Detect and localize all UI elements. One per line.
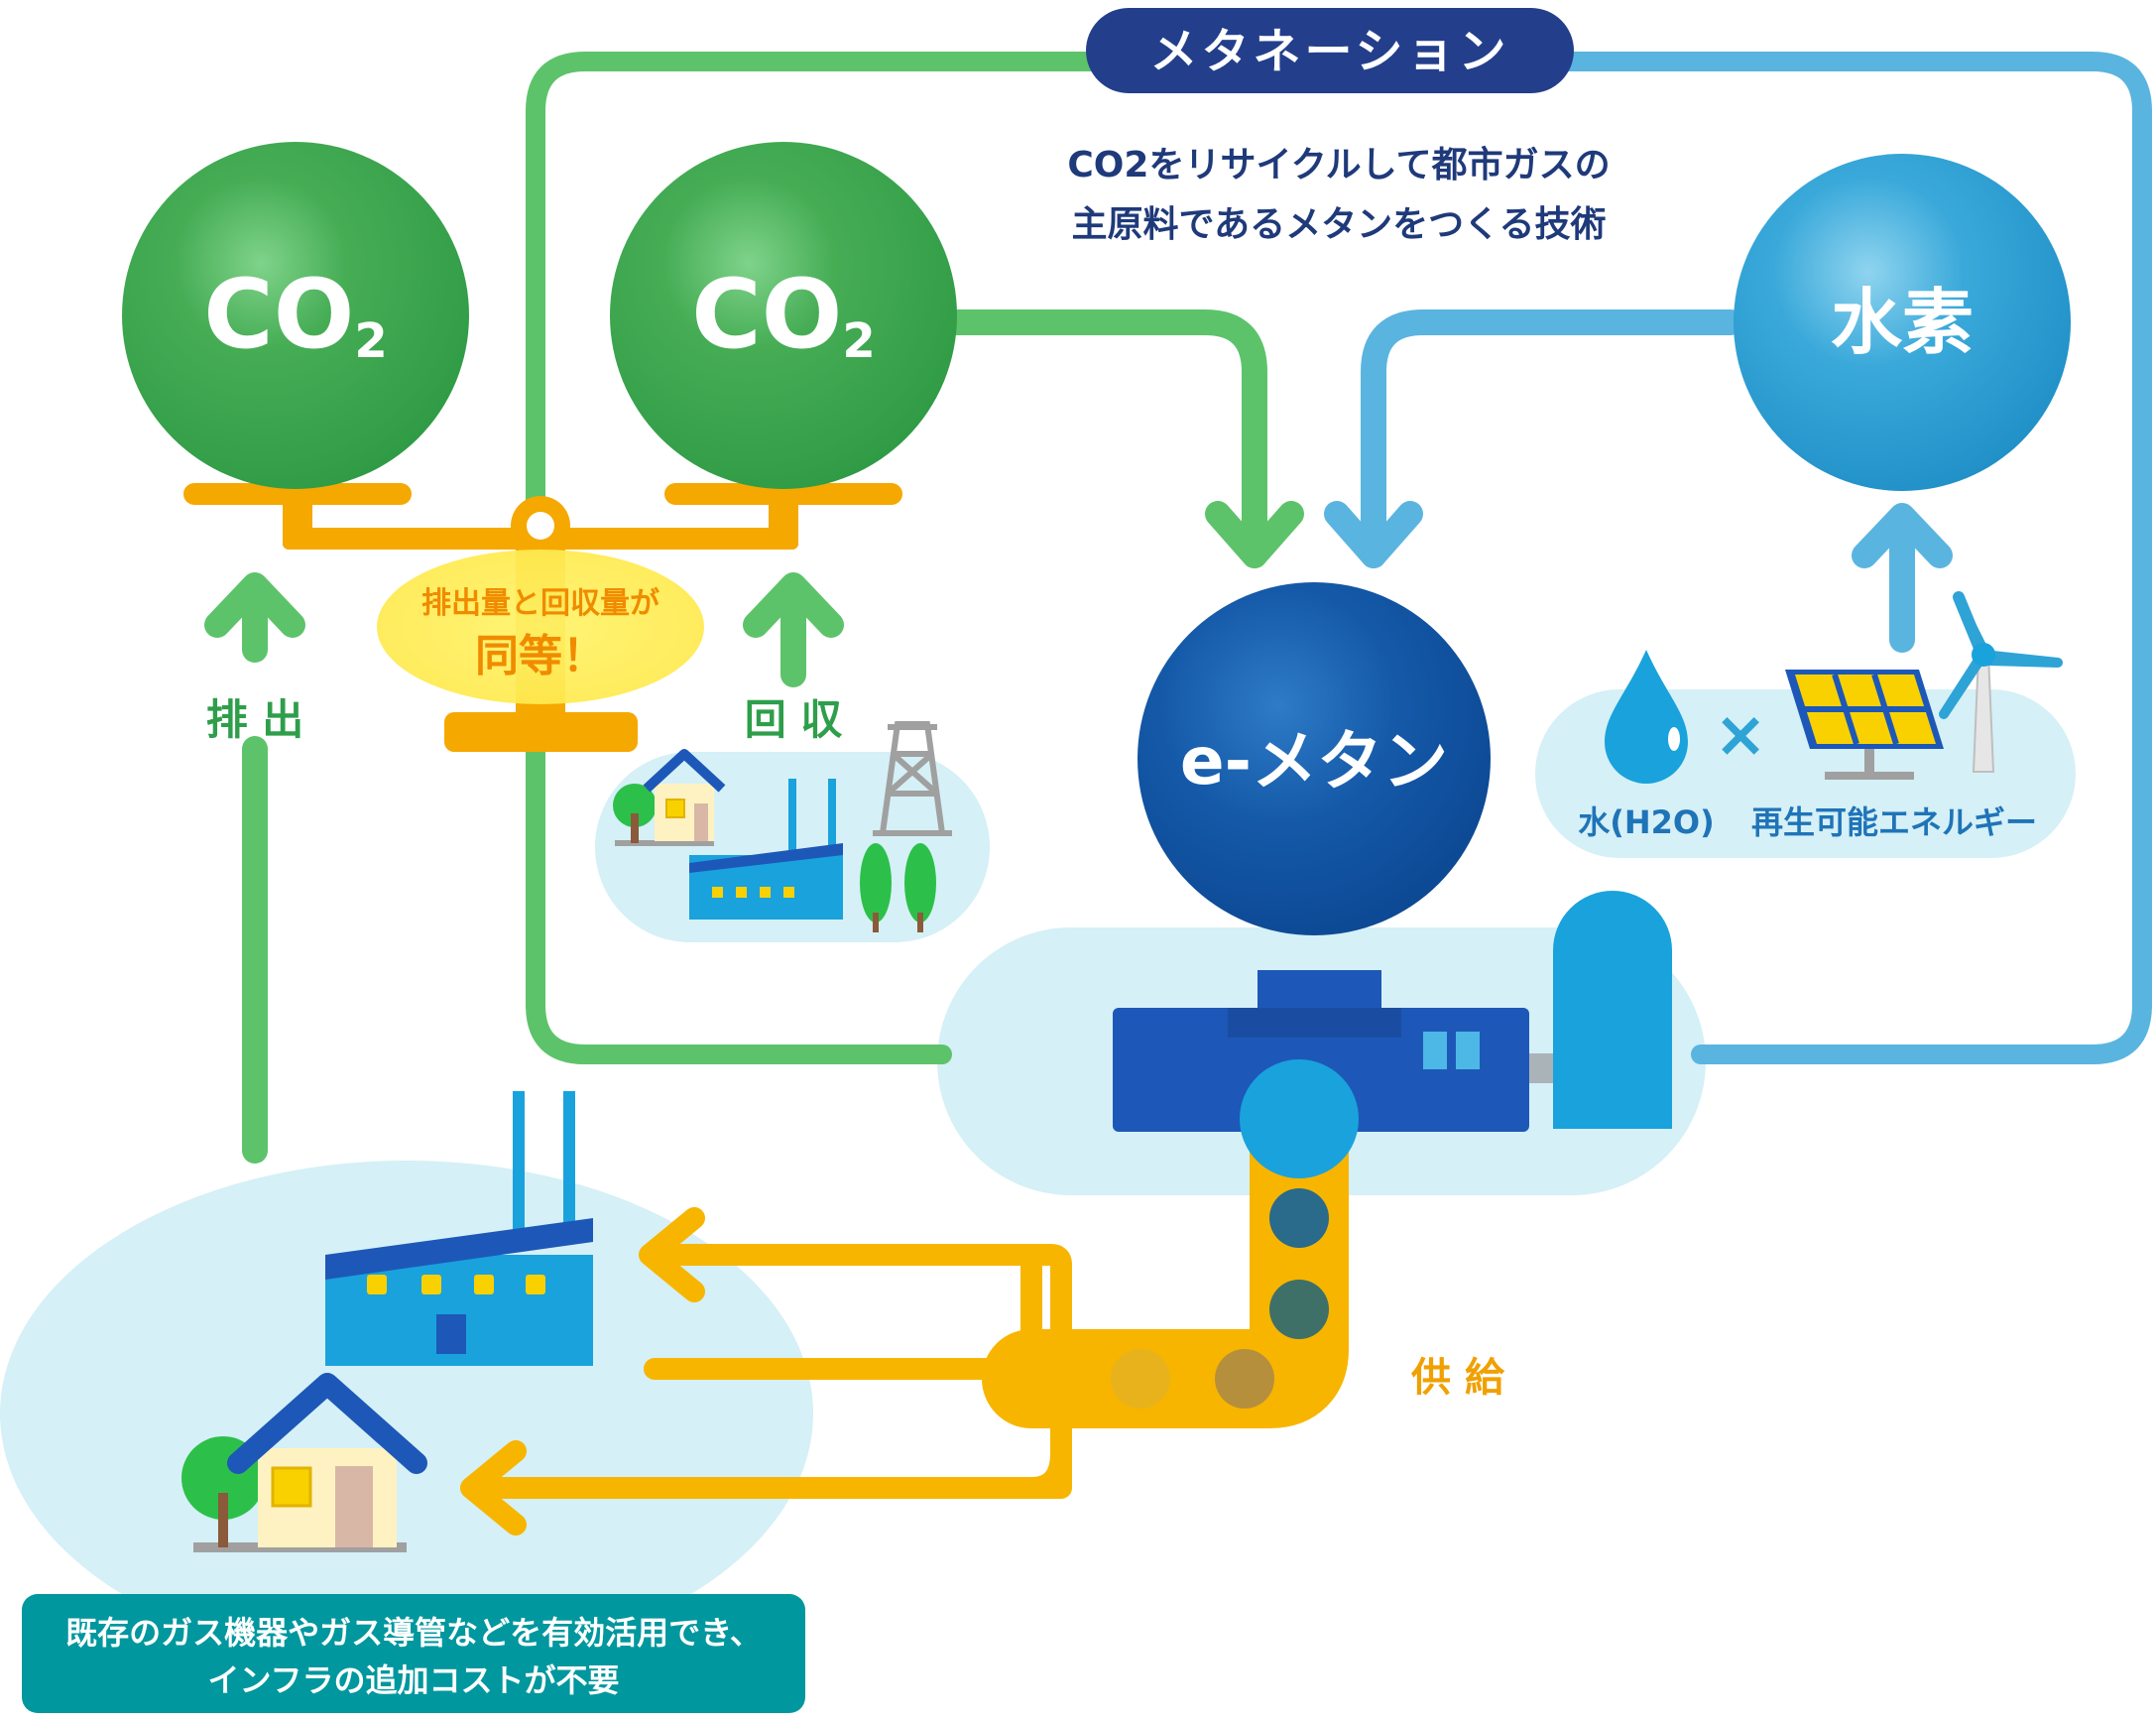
co2-to-emethane-arrow-line: [939, 309, 1267, 568]
renewable-scene: [1605, 650, 1688, 784]
balance-note-bubble: [377, 550, 704, 704]
renewable-to-hydrogen-arrow-head: [1852, 503, 1953, 568]
supply-arrow-house-line: [465, 1368, 1072, 1499]
hydrogen-text: 水素: [1831, 281, 1974, 364]
recovery-scene: [613, 721, 952, 932]
supply-arrow-factory-head: [639, 1207, 705, 1302]
co2-ball-left: [122, 142, 469, 489]
balance-note-line-2: 同等！: [475, 631, 606, 681]
consumer-house-icon: [181, 1373, 427, 1552]
water-drop-icon: [1605, 650, 1688, 784]
emethane-text: e-メタン: [1180, 723, 1448, 799]
times-sign: ×: [1714, 698, 1767, 772]
renewable-label: 再生可能エネルギー: [1751, 803, 2037, 841]
consumer-background: [0, 1161, 813, 1666]
title-badge: [1086, 8, 1574, 93]
co2-ball-right: [610, 142, 957, 489]
co2-to-emethane-arrow-head: [1205, 501, 1304, 568]
methanation-plant: [1113, 891, 1672, 1178]
hydrogen-to-emethane-arrow-head: [1324, 501, 1423, 568]
description-line-1: CO2をリサイクルして都市ガスの: [1067, 145, 1610, 185]
recovery-label: 回 収: [745, 695, 843, 744]
emission-label: 排 出: [206, 695, 304, 744]
bottom-note-line-1: 既存のガス機器やガス導管などを有効活用でき、: [65, 1614, 762, 1652]
title-badge-text: メタネーション: [1149, 24, 1509, 79]
description-line-2: 主原料であるメタンをつくる技術: [1072, 204, 1607, 245]
hydrogen-ball: [1734, 154, 2071, 491]
recovery-tree: [613, 784, 657, 827]
emission-arrow-head: [204, 572, 305, 638]
supply-arrow-house-head: [460, 1440, 527, 1536]
blue-loop-line: [1557, 52, 2152, 1064]
bottom-note-box: [22, 1594, 805, 1713]
emethane-ball: [1138, 582, 1491, 935]
solar-panel-icon: [1785, 670, 1944, 780]
supply-label: 供 給: [1411, 1355, 1505, 1401]
hydrogen-to-emethane-arrow-line: [1361, 309, 1743, 568]
co2-right-text: CO2: [691, 259, 875, 370]
bottom-note-line-2: インフラの追加コストが不要: [207, 1661, 619, 1699]
co2-left-text: CO2: [203, 259, 387, 370]
recovery-arrow-head: [743, 572, 844, 638]
wind-turbine-icon: [1939, 591, 2063, 773]
balance-note-line-1: 排出量と回収量が: [421, 586, 659, 621]
water-label: 水(H2O): [1578, 803, 1715, 841]
consumer-factory-icon: [325, 1091, 593, 1366]
supply-arrow-factory-line: [644, 1244, 1042, 1390]
